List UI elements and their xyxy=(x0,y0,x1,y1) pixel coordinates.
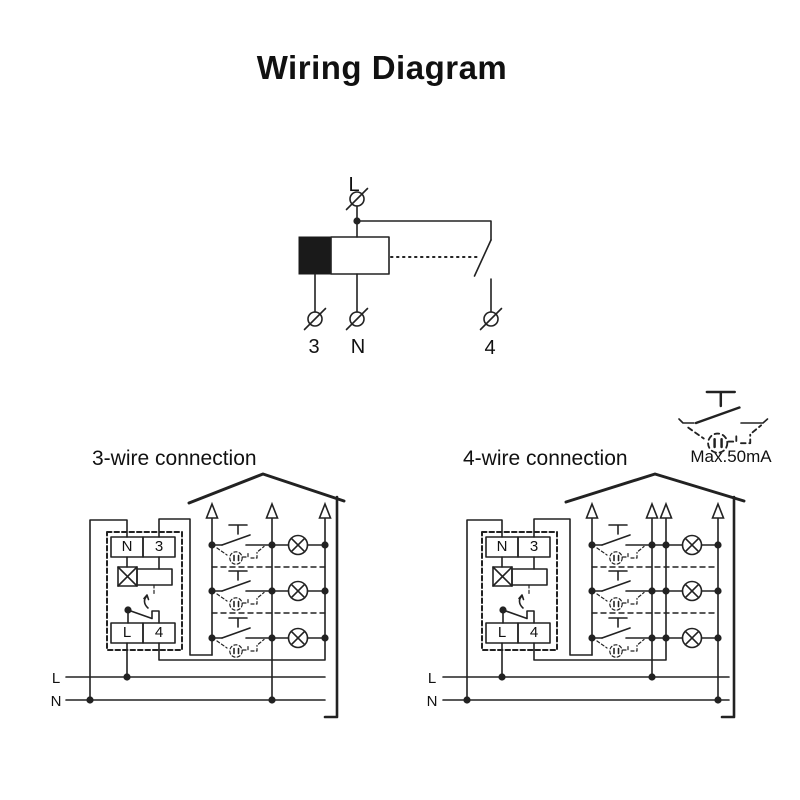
three-wire-heading: 3-wire connection xyxy=(92,447,257,470)
up-arrow-icon xyxy=(659,503,673,519)
up-arrow-icon xyxy=(585,503,599,519)
four-wire-diagram: N 3 L 4 L N xyxy=(427,472,746,719)
device-terminal-l-label: L xyxy=(498,624,506,641)
screw-terminal-icon xyxy=(479,307,503,331)
device-terminal-3-label: 3 xyxy=(155,538,163,555)
lamp-icon xyxy=(287,580,309,602)
lamp-icon xyxy=(287,534,309,556)
device-terminal-3-label: 3 xyxy=(530,538,538,555)
house-wall xyxy=(720,495,736,719)
device-terminal-n-label: N xyxy=(122,538,133,555)
circuit-row xyxy=(208,524,329,566)
device-terminal-4-label: 4 xyxy=(155,624,163,641)
lamp-icon xyxy=(287,627,309,649)
four-wire-heading: 4-wire connection xyxy=(463,447,628,470)
device-block-dark xyxy=(298,236,332,275)
circuit-row xyxy=(588,617,722,659)
relay-contact-blade xyxy=(473,239,492,277)
device-terminal-l-label: L xyxy=(123,624,131,641)
mains-live-label: L xyxy=(428,670,436,687)
mains-neutral-label: N xyxy=(51,693,62,710)
up-arrow-icon xyxy=(265,503,279,519)
max-current-label: Max.50mA xyxy=(690,447,772,466)
house-roof xyxy=(564,472,746,504)
house-wall xyxy=(323,495,339,719)
top-schematic: L 3 N 4 xyxy=(298,174,503,359)
device-terminal-n-label: N xyxy=(497,538,508,555)
house-roof xyxy=(187,472,346,505)
up-arrow-icon xyxy=(711,503,725,519)
max-current-note: Max.50mA xyxy=(678,390,772,466)
up-arrow-icon xyxy=(645,503,659,519)
top-neutral-label: N xyxy=(351,336,365,358)
circuit-row xyxy=(588,524,722,566)
lamp-icon xyxy=(681,534,703,556)
circuit-row xyxy=(588,570,722,612)
circuit-row xyxy=(208,617,329,659)
mains-live-label: L xyxy=(52,670,60,687)
circuit-row xyxy=(208,570,329,612)
top-live-label: L xyxy=(348,174,359,196)
lamp-icon xyxy=(681,627,703,649)
three-wire-diagram: N 3 L 4 L N xyxy=(51,472,346,719)
up-arrow-icon xyxy=(318,503,332,519)
timer-device xyxy=(481,531,558,651)
device-terminal-4-label: 4 xyxy=(530,624,538,641)
page-title: Wiring Diagram xyxy=(257,49,508,86)
top-terminal3-label: 3 xyxy=(308,336,319,358)
top-terminal4-label: 4 xyxy=(484,337,495,359)
wire-n xyxy=(466,519,503,701)
screw-terminal-icon xyxy=(303,307,327,331)
wire-3 xyxy=(158,518,213,656)
device-block-light xyxy=(330,236,390,275)
screw-terminal-icon xyxy=(345,307,369,331)
timer-device xyxy=(106,531,183,651)
wire-3 xyxy=(533,518,593,656)
mains-neutral-label: N xyxy=(427,693,438,710)
lamp-icon xyxy=(681,580,703,602)
up-arrow-icon xyxy=(205,503,219,519)
wire-n xyxy=(89,519,128,701)
